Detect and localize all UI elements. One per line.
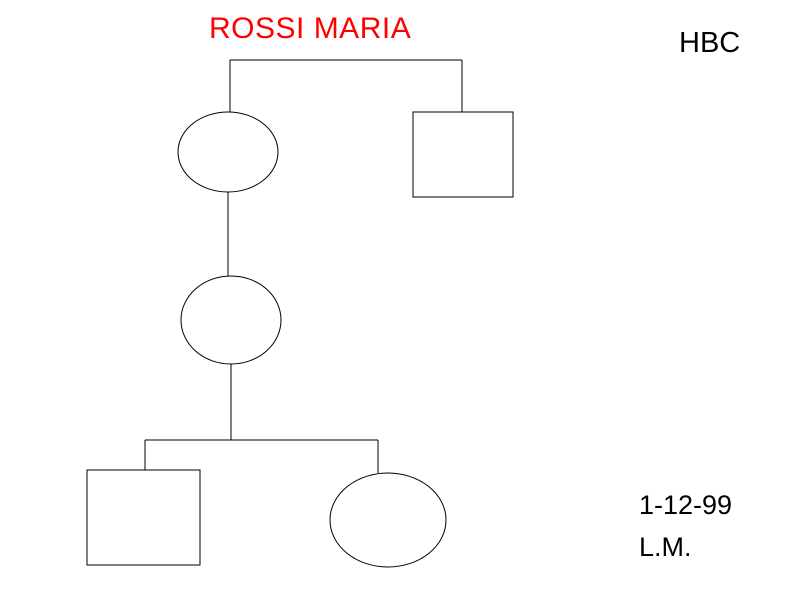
node-gen2-female-circle[interactable] [180, 275, 282, 365]
date-label: 1-12-99 [639, 490, 733, 520]
initials-label: L.M. [639, 532, 692, 562]
node-gen1-female-circle[interactable] [177, 111, 279, 193]
node-gen1-male-square[interactable] [412, 111, 514, 198]
hbc-label: HBC [679, 27, 741, 59]
diagram-title: ROSSI MARIA [209, 12, 412, 45]
node-gen3-female-circle[interactable] [329, 472, 447, 568]
node-gen3-male-square[interactable] [86, 469, 201, 566]
